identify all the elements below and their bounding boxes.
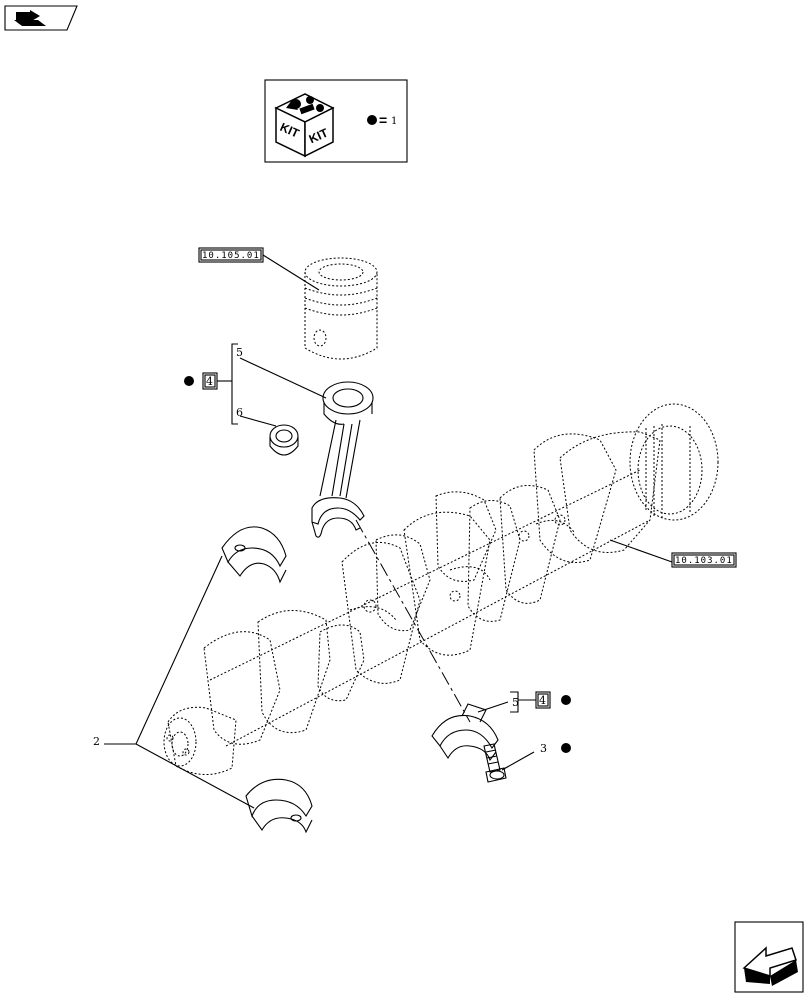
kit-box-icon	[274, 93, 335, 158]
conrod-cap	[431, 703, 499, 762]
kit-bullet-icon	[561, 695, 571, 705]
main-bearing-callout: 2	[93, 555, 255, 809]
kit-legend-box: KIT KIT = 1	[264, 79, 408, 163]
main-bearing-upper	[221, 526, 287, 584]
bushing	[269, 424, 299, 456]
connecting-rod	[311, 381, 374, 538]
main-bearing-lower	[245, 778, 313, 834]
centre-line	[355, 519, 471, 723]
kit-count: 1	[391, 116, 397, 127]
conrod-kit-qty: 4	[206, 375, 213, 388]
cap-kit-qty: 4	[539, 694, 546, 707]
bolt-callout: 3	[501, 742, 571, 771]
piston-ref-callout[interactable]: 10.105.01	[198, 247, 320, 291]
conrod-kit-callout: 4 5 6	[184, 343, 327, 427]
cap-kit-callout: 5 4	[477, 691, 571, 713]
crankshaft-ref-label: 10.103.01	[675, 556, 733, 566]
piston-ref-label: 10.105.01	[202, 251, 260, 261]
bolt-label: 3	[540, 742, 547, 755]
next-page-arrow-icon[interactable]	[734, 921, 804, 993]
conrod-label: 5	[236, 346, 243, 359]
kit-equals: =	[379, 112, 387, 128]
piston	[304, 257, 378, 360]
kit-bullet-icon	[367, 115, 377, 125]
bushing-label: 6	[236, 406, 243, 419]
crankshaft	[163, 403, 719, 775]
crankshaft-ref-callout[interactable]: 10.103.01	[609, 539, 737, 568]
kit-bullet-icon	[561, 743, 571, 753]
main-bearing-label: 2	[93, 735, 100, 748]
kit-bullet-icon	[184, 376, 194, 386]
book-arrow-icon[interactable]	[4, 5, 78, 31]
cap-part-label: 5	[512, 696, 519, 709]
conrod-bolt	[483, 743, 507, 783]
